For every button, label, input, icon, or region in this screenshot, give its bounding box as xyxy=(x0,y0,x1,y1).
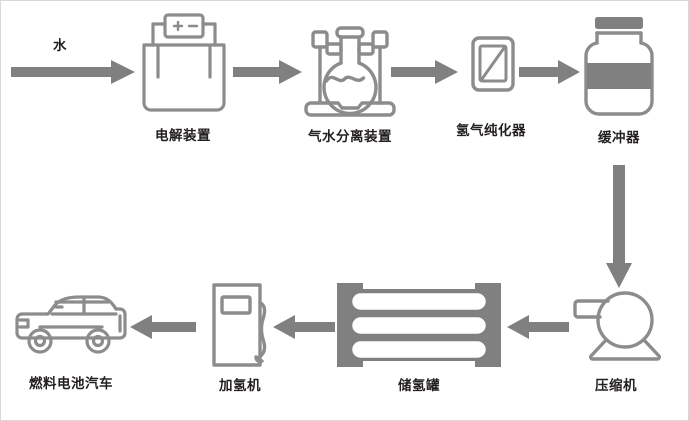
filter-membrane-icon xyxy=(463,34,519,98)
arrow-electrolyzer-to-separator xyxy=(233,59,303,85)
arrow-purifier-to-buffer xyxy=(519,59,581,85)
compressor-pump-icon xyxy=(570,289,662,361)
node-label-fuel-cell-vehicle: 燃料电池汽车 xyxy=(29,376,113,391)
node-electrolyzer: 电解装置 xyxy=(131,11,235,143)
node-label-electrolyzer: 电解装置 xyxy=(155,128,211,143)
node-buffer: 缓冲器 xyxy=(571,15,667,145)
arrow-compressor-to-storage xyxy=(507,314,569,340)
electrolysis-device-icon xyxy=(133,11,233,119)
arrow-separator-to-purifier xyxy=(391,59,459,85)
jar-buffer-icon xyxy=(578,15,660,121)
node-label-buffer: 缓冲器 xyxy=(598,130,640,145)
fuel-dispenser-icon xyxy=(201,281,279,369)
flow-label-water: 水 xyxy=(53,38,67,53)
node-label-compressor: 压缩机 xyxy=(595,378,637,393)
suv-car-icon xyxy=(12,285,130,365)
node-fuel-cell-vehicle: 燃料电池汽车 xyxy=(9,285,133,391)
node-label-hydrogen-purifier: 氢气纯化器 xyxy=(456,123,526,138)
flask-stand-icon xyxy=(302,19,398,119)
node-label-hydrogen-storage: 储氢罐 xyxy=(398,378,440,393)
node-gas-water-separator: 气水分离装置 xyxy=(298,19,402,144)
node-label-gas-water-separator: 气水分离装置 xyxy=(308,129,392,144)
node-label-hydrogen-dispenser: 加氢机 xyxy=(219,378,261,393)
arrow-buffer-to-compressor xyxy=(602,165,636,289)
arrow-dispenser-to-vehicle xyxy=(130,314,196,340)
storage-tank-rack-icon xyxy=(333,283,505,367)
node-compressor: 压缩机 xyxy=(566,289,666,393)
node-hydrogen-purifier: 氢气纯化器 xyxy=(441,34,541,138)
arrow-water-to-electrolyzer xyxy=(11,59,136,85)
node-hydrogen-dispenser: 加氢机 xyxy=(193,281,287,393)
arrow-storage-to-dispenser xyxy=(273,314,335,340)
node-hydrogen-storage: 储氢罐 xyxy=(329,283,509,393)
